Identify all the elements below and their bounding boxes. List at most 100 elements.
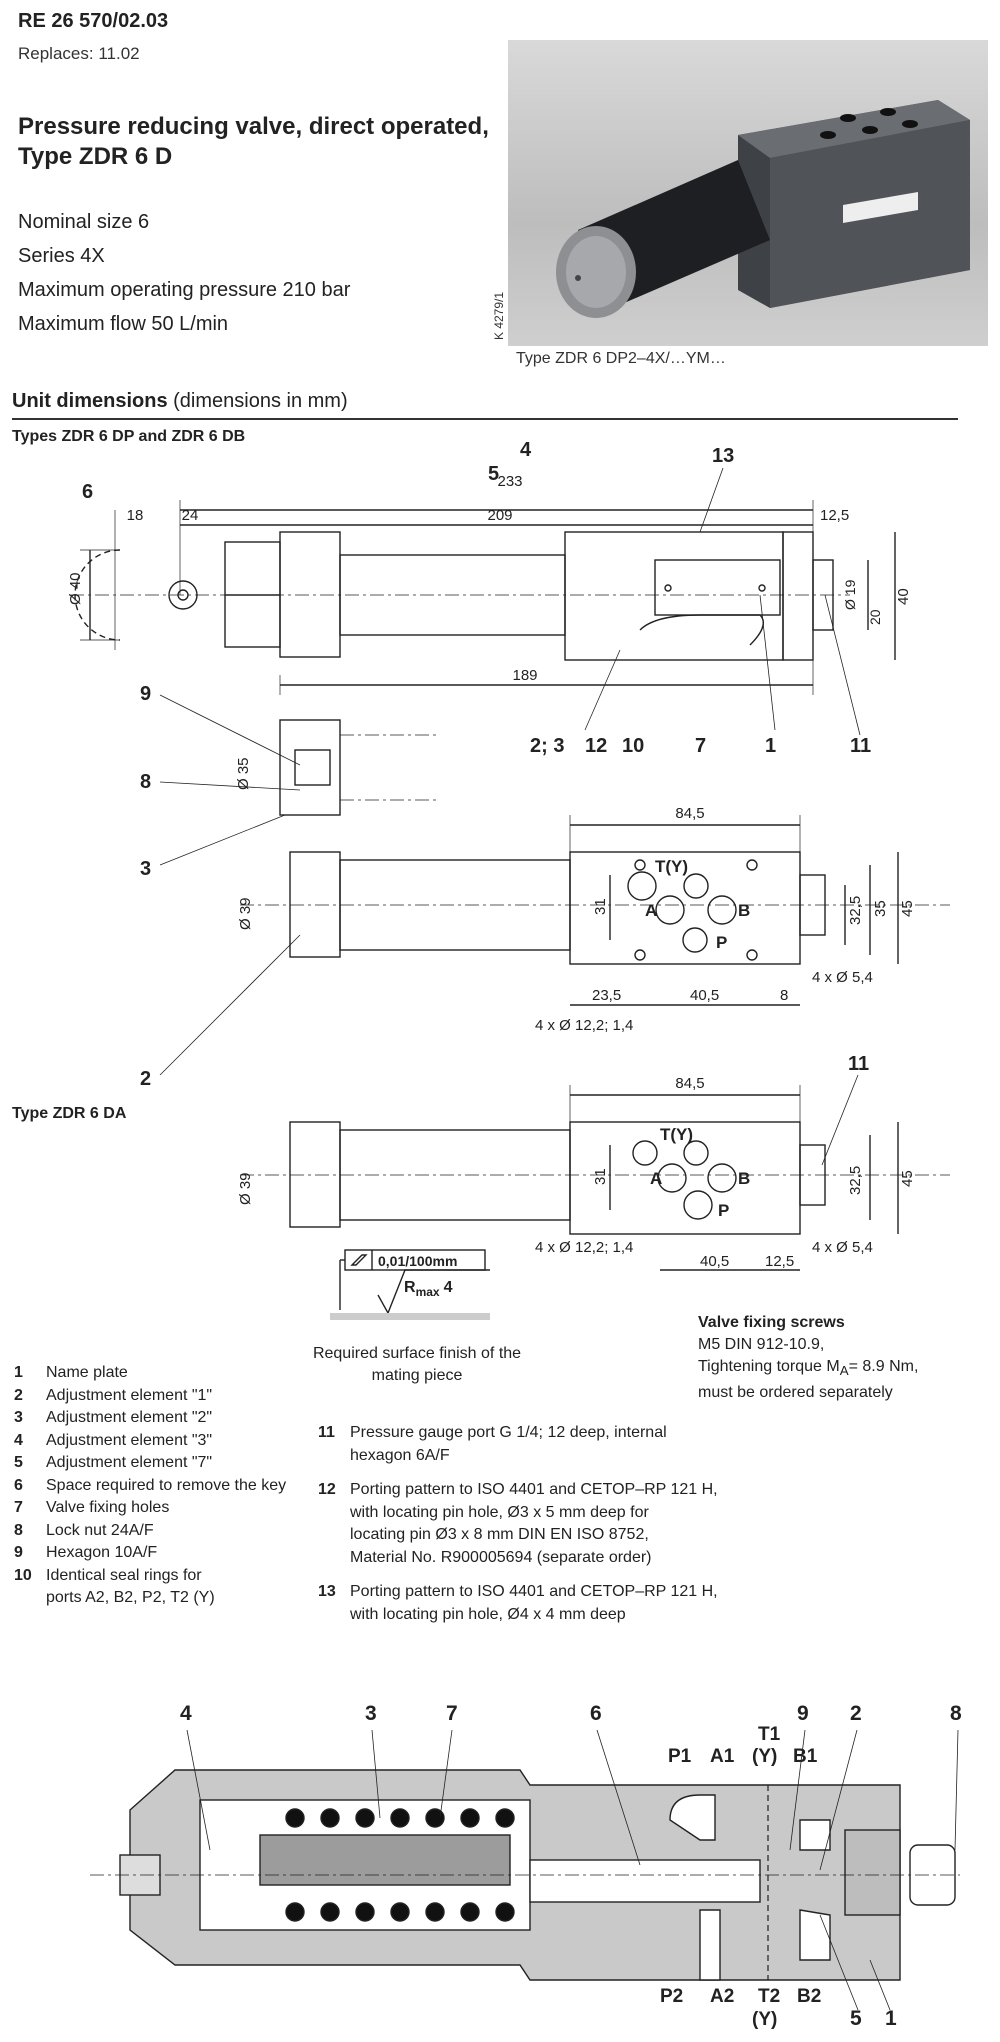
callout-13: 13 bbox=[712, 445, 734, 467]
port-B2: B2 bbox=[797, 1986, 821, 2007]
dim-84-5-da: 84,5 bbox=[675, 1075, 704, 1092]
spec-item: Nominal size 6 bbox=[18, 211, 150, 233]
dim-12-5: 12,5 bbox=[820, 507, 849, 524]
title-line-1: Pressure reducing valve, direct operated… bbox=[18, 113, 489, 140]
section-callout-2: 2 bbox=[850, 1702, 862, 1725]
side-view bbox=[70, 500, 896, 695]
valve-fixing-screws: Valve fixing screws M5 DIN 912-10.9, Tig… bbox=[698, 1312, 918, 1404]
dim-189: 189 bbox=[512, 667, 537, 684]
port-B: B bbox=[738, 901, 750, 920]
spec-list: Nominal size 6 Series 4X Maximum operati… bbox=[18, 205, 350, 341]
document-number: RE 26 570/02.03 bbox=[18, 10, 169, 32]
photo-caption: Type ZDR 6 DP2–4X/…YM… bbox=[516, 350, 726, 367]
heading-note: (dimensions in mm) bbox=[167, 390, 348, 412]
section-callout-9: 9 bbox=[797, 1702, 809, 1725]
dim-40-5-da: 40,5 bbox=[700, 1253, 729, 1270]
callout-10: 10 bbox=[622, 735, 644, 757]
types-dp-db-label: Types ZDR 6 DP and ZDR 6 DB bbox=[12, 428, 246, 445]
section-callout-5: 5 bbox=[850, 2007, 862, 2030]
dim-209: 209 bbox=[487, 507, 512, 524]
screws-heading: Valve fixing screws bbox=[698, 1314, 845, 1331]
top-view-da bbox=[240, 1085, 950, 1271]
port-A2: A2 bbox=[710, 1986, 734, 2007]
dim-45: 45 bbox=[899, 900, 916, 917]
callout-1: 1 bbox=[765, 735, 776, 757]
port-T1-Y: (Y) bbox=[752, 1746, 777, 1767]
section-callouts bbox=[186, 1729, 959, 2011]
spring-coils bbox=[285, 1808, 515, 1922]
valve-photo-illustration bbox=[556, 100, 970, 318]
legend-item: ports A2, B2, P2, T2 (Y) bbox=[46, 1589, 215, 1606]
product-photo bbox=[508, 40, 988, 346]
dim-32-5: 32,5 bbox=[847, 896, 864, 925]
section-callout-7: 7 bbox=[446, 1702, 458, 1725]
title-line-2: Type ZDR 6 D bbox=[18, 143, 173, 170]
dim-12-5-da: 12,5 bbox=[765, 1253, 794, 1270]
dim-32-5-da: 32,5 bbox=[847, 1166, 864, 1195]
divider bbox=[12, 418, 958, 420]
photo-code: K 4279/1 bbox=[492, 291, 506, 340]
callout-2-3: 2; 3 bbox=[530, 735, 564, 757]
port-T-da: T(Y) bbox=[660, 1125, 693, 1144]
dim-31-da: 31 bbox=[592, 1168, 609, 1185]
section-callout-4: 4 bbox=[180, 1702, 192, 1725]
port-P2: P2 bbox=[660, 1986, 683, 2007]
port-A: A bbox=[645, 901, 657, 920]
port-B1: B1 bbox=[793, 1746, 818, 1767]
dim-dia-19: Ø 19 bbox=[842, 579, 858, 610]
unit-dimensions-heading: Unit dimensions (dimensions in mm) bbox=[12, 390, 348, 413]
port-T2: T2 bbox=[758, 1986, 780, 2007]
callout-5: 5 bbox=[488, 463, 499, 485]
seals-label: 4 x Ø 12,2; 1,4 bbox=[535, 1017, 633, 1034]
screws-line-3: must be ordered separately bbox=[698, 1384, 893, 1402]
port-B-da: B bbox=[738, 1169, 750, 1188]
dim-40-5: 40,5 bbox=[690, 987, 719, 1004]
dim-dia-35: Ø 35 bbox=[235, 757, 252, 790]
spec-item: Maximum operating pressure 210 bar bbox=[18, 279, 351, 301]
port-T1: T1 bbox=[758, 1724, 781, 1745]
screws-line-2: Tightening torque MA= 8.9 Nm, bbox=[698, 1358, 919, 1379]
top-view-dp-db bbox=[240, 815, 950, 1006]
dim-dia-40: Ø 40 bbox=[67, 572, 84, 605]
dim-8: 8 bbox=[780, 987, 788, 1004]
dim-233: 233 bbox=[497, 473, 522, 490]
section-callout-8: 8 bbox=[950, 1702, 962, 1725]
callout-11: 11 bbox=[850, 735, 871, 757]
port-P1: P1 bbox=[668, 1746, 692, 1767]
dim-31: 31 bbox=[592, 898, 609, 915]
dim-20: 20 bbox=[867, 609, 883, 625]
section-callout-3: 3 bbox=[365, 1702, 377, 1725]
spec-item: Series 4X bbox=[18, 245, 105, 267]
dim-24: 24 bbox=[182, 507, 199, 524]
dim-dia-39-da: Ø 39 bbox=[237, 1172, 254, 1205]
port-A-da: A bbox=[650, 1169, 662, 1188]
seals-label-da: 4 x Ø 12,2; 1,4 bbox=[535, 1239, 633, 1256]
port-T: T(Y) bbox=[655, 857, 688, 876]
holes-label: 4 x Ø 5,4 bbox=[812, 969, 873, 986]
replaces-note: Replaces: 11.02 bbox=[18, 44, 140, 63]
surface-finish-note: Required surface finish of the mating pi… bbox=[312, 1345, 522, 1384]
port-A1: A1 bbox=[710, 1746, 735, 1767]
callout-8: 8 bbox=[140, 771, 151, 793]
port-P-da: P bbox=[718, 1201, 729, 1220]
screws-line-1: M5 DIN 912-10.9, bbox=[698, 1336, 825, 1353]
callout-4: 4 bbox=[520, 439, 532, 461]
port-T2-Y: (Y) bbox=[752, 2009, 777, 2030]
dim-dia-39: Ø 39 bbox=[237, 897, 254, 930]
heading-bold: Unit dimensions bbox=[12, 390, 168, 412]
dimension-drawing: 233 209 18 24 12,5 Ø 40 Ø 19 20 40 189 4… bbox=[67, 439, 950, 1320]
callout-11-da: 11 bbox=[848, 1053, 869, 1075]
